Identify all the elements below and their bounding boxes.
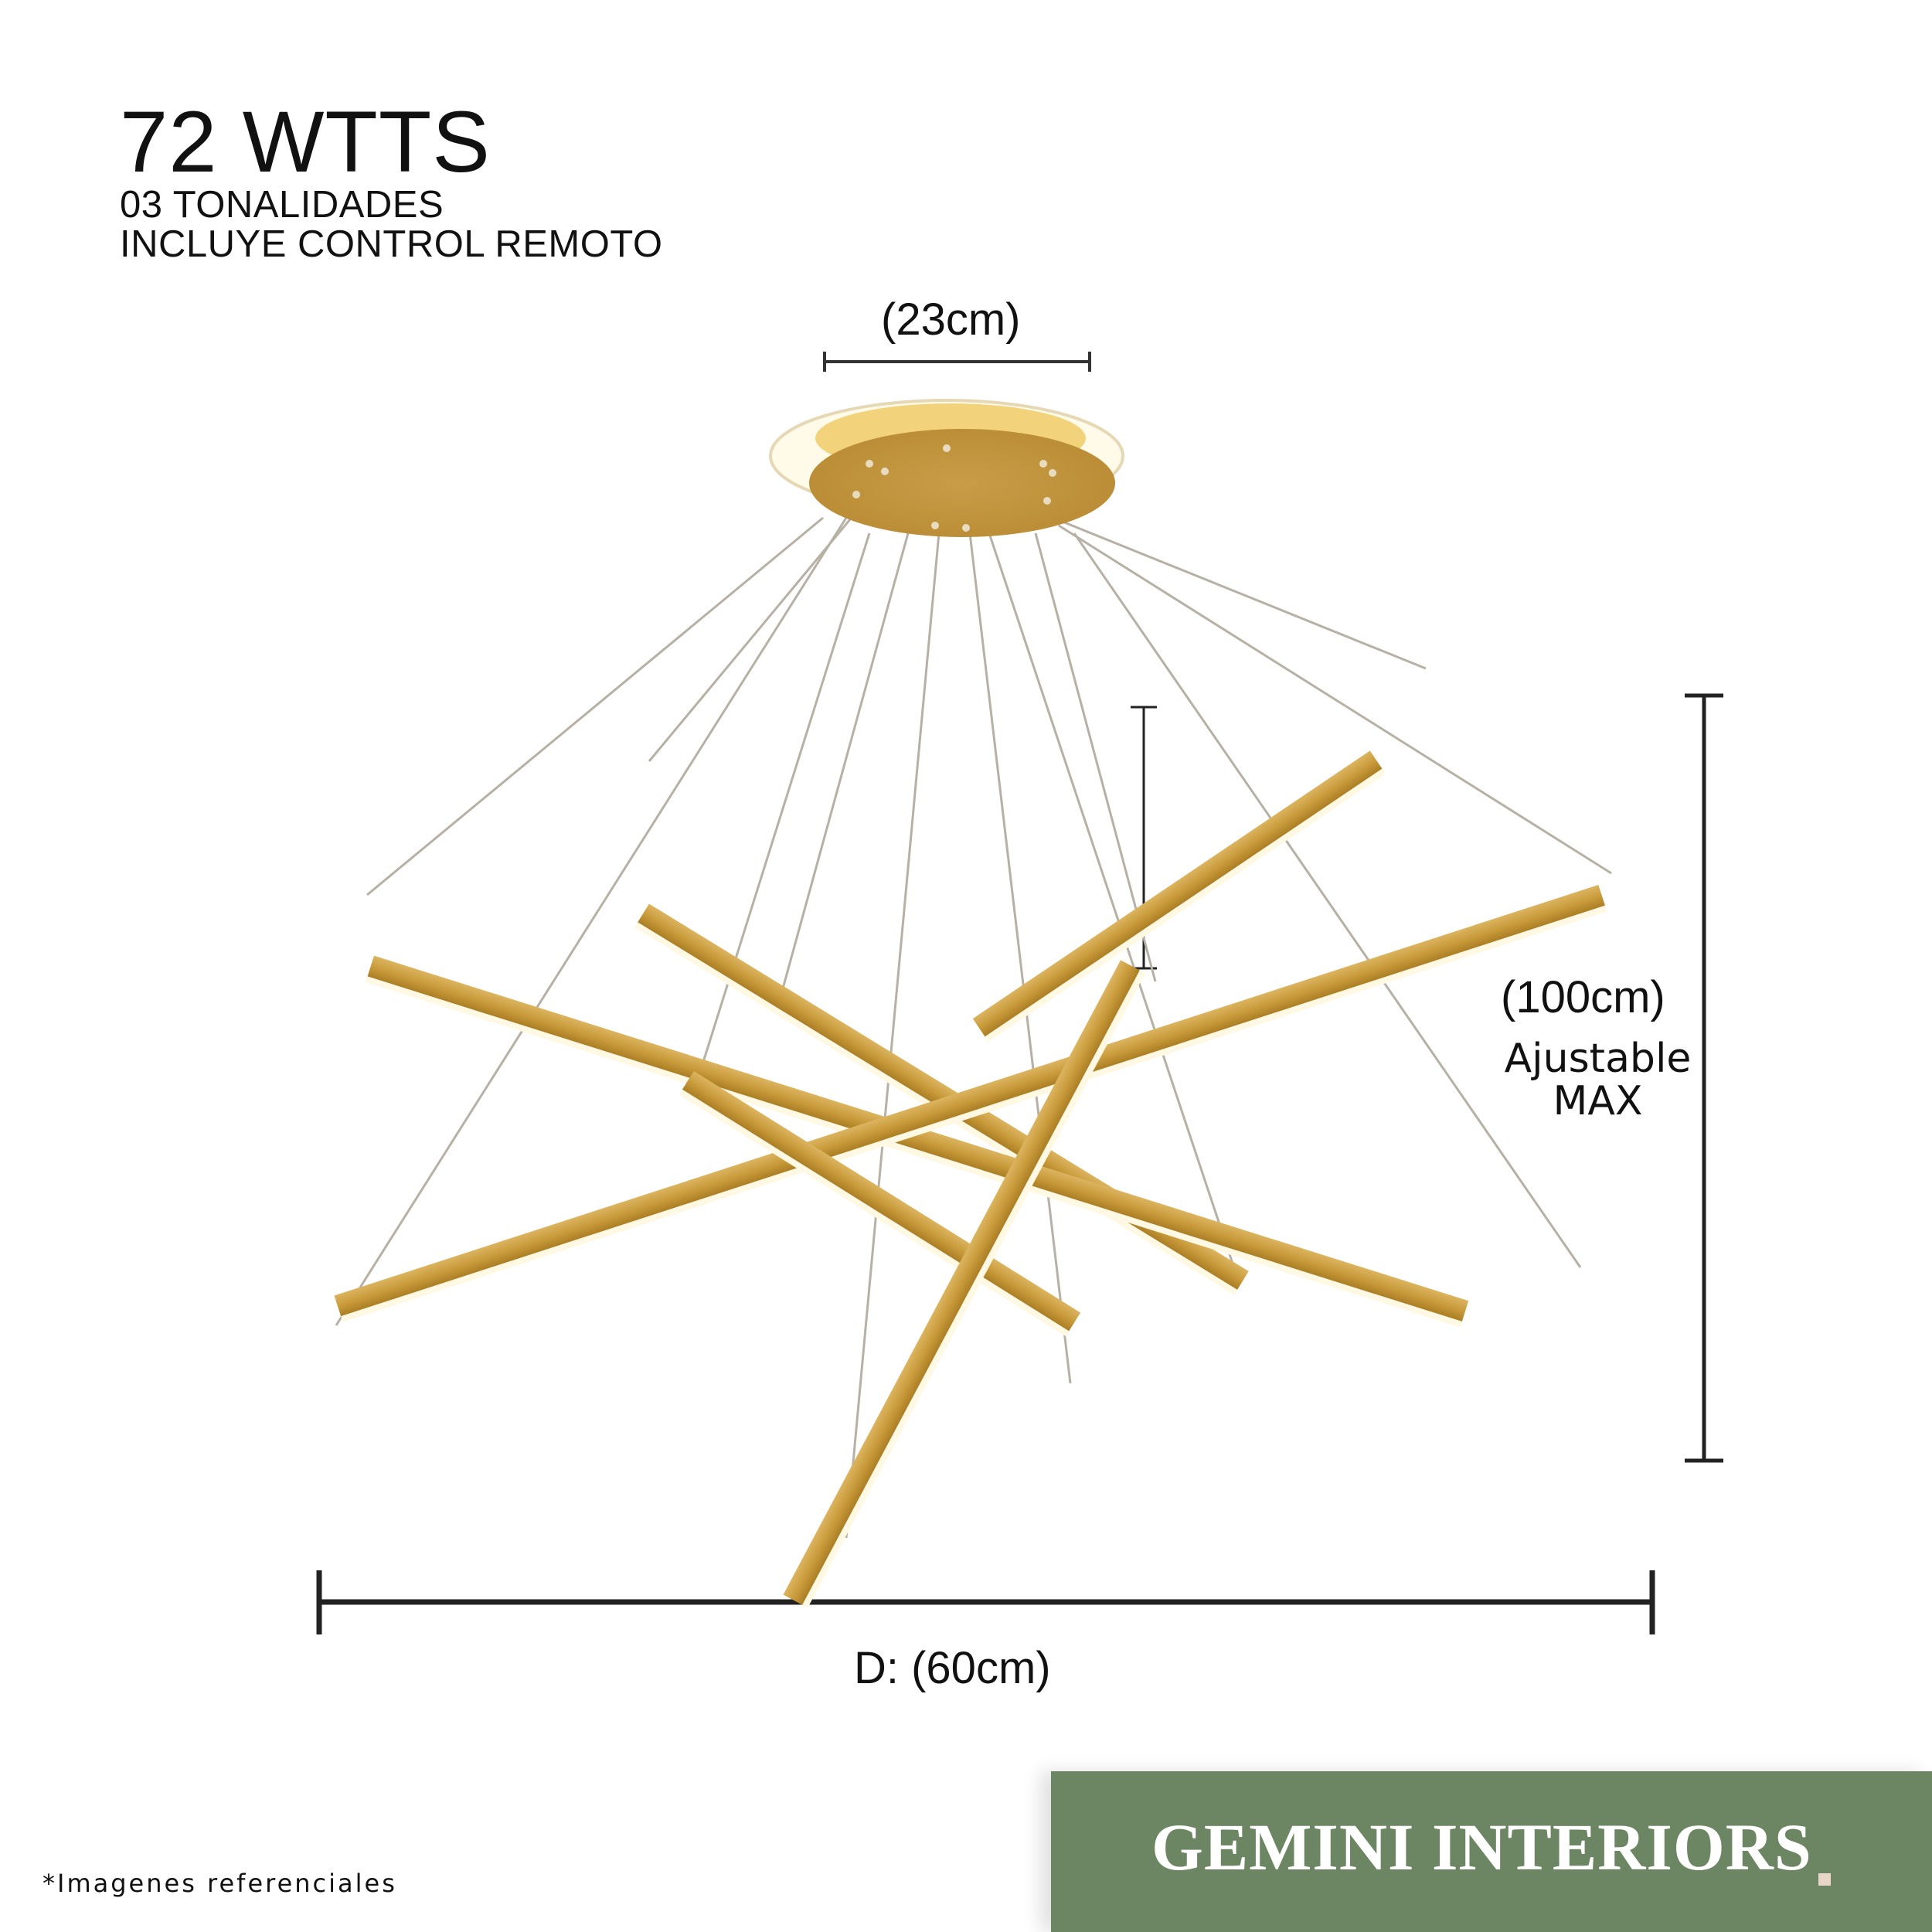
led-bar: [334, 884, 1607, 1322]
height-adjustable-note: Ajustable MAX: [1503, 1038, 1692, 1122]
footnote: *Imagenes referenciales: [43, 1869, 397, 1898]
led-bars: [334, 750, 1607, 1608]
diameter-dimension: [316, 1570, 1655, 1634]
brand-dot: [1818, 1873, 1831, 1886]
led-bar: [366, 955, 1469, 1328]
led-bar: [972, 750, 1386, 1042]
max-text: MAX: [1553, 1077, 1643, 1124]
diameter-label: D: (60cm): [854, 1643, 1051, 1693]
power-rating: 72 WTTS: [120, 94, 491, 190]
height-dimension: [1685, 693, 1723, 1463]
canopy-width-dimension: [823, 352, 1091, 372]
suspension-wires: [335, 509, 1612, 1539]
brand-band: GEMINI INTERIORS: [1051, 1771, 1932, 1932]
spec-block: 72 WTTS 03 TONALIDADES INCLUYE CONTROL R…: [120, 99, 663, 265]
brand-name: GEMINI INTERIORS: [1151, 1810, 1812, 1884]
remote-spec: INCLUYE CONTROL REMOTO: [120, 223, 663, 266]
tones-spec: 03 TONALIDADES: [120, 184, 444, 226]
ceiling-canopy: [769, 399, 1124, 537]
led-bar: [783, 960, 1145, 1608]
canopy-width-label: (23cm): [881, 294, 1021, 345]
height-label: (100cm): [1501, 972, 1665, 1022]
adjustable-text: Ajustable: [1504, 1036, 1692, 1082]
